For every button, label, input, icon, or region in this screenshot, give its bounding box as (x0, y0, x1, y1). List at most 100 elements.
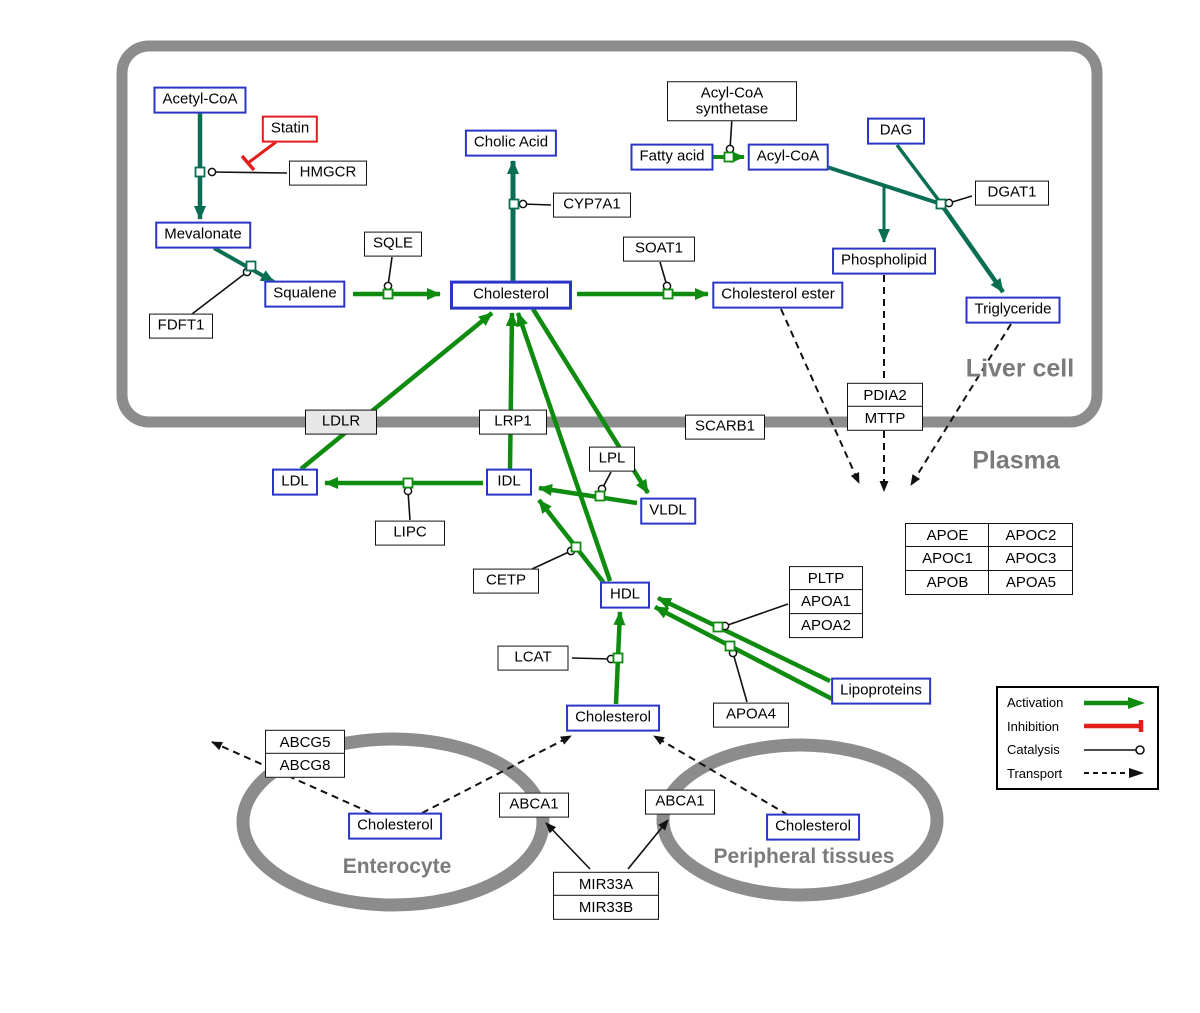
edge-cholesterolester-plasma (780, 308, 860, 484)
edge-vldl-idl (538, 484, 638, 506)
node-cholesterol-ester[interactable]: Cholesterol ester (712, 281, 844, 309)
abcg-group: ABCG5 ABCG8 (265, 729, 345, 779)
mir33-group: MIR33A MIR33B (553, 871, 659, 921)
junction-acylcoasynthetase (723, 151, 735, 163)
edge-hdl-idl-cetp (537, 498, 606, 585)
node-idl[interactable]: IDL (486, 468, 532, 496)
inhibition-tbar-icon (1084, 720, 1144, 733)
junction-lcat (612, 652, 624, 664)
node-statin[interactable]: Statin (261, 115, 319, 143)
apo-row: APOE APOC2 (905, 523, 1074, 548)
node-dgat1[interactable]: DGAT1 (975, 180, 1049, 206)
liver-cell-membrane (116, 40, 1103, 428)
edge-statin-inhibition (247, 140, 277, 165)
legend: Activation Inhibition Catalysis Transpor… (996, 686, 1159, 790)
node-apoe[interactable]: APOE (905, 523, 990, 548)
pdia2-mttp-group: PDIA2 MTTP (847, 382, 923, 432)
node-apoc1[interactable]: APOC1 (905, 546, 990, 572)
node-lrp1[interactable]: LRP1 (479, 409, 547, 435)
node-lpl[interactable]: LPL (589, 446, 635, 472)
edge-lcat-catalysis (571, 654, 616, 664)
edge-acylcoa-junction (826, 165, 942, 206)
legend-transport-label: Transport (1007, 765, 1063, 781)
node-pdia2[interactable]: PDIA2 (847, 382, 923, 408)
node-acyl-coa-synthetase[interactable]: Acyl-CoA synthetase (667, 81, 797, 121)
node-phospholipid[interactable]: Phospholipid (832, 247, 936, 275)
edge-triglyceride-plasma (910, 323, 1012, 486)
edge-peripheral-cholesterol-abca1 (653, 735, 789, 816)
node-fdft1[interactable]: FDFT1 (149, 313, 213, 339)
node-abca1-peripheral[interactable]: ABCA1 (645, 789, 715, 815)
edge-mir33-abca1-right (627, 819, 669, 870)
junction-sqle (382, 288, 394, 300)
edge-fdft1-catalysis (191, 267, 252, 315)
node-cholic-acid[interactable]: Cholic Acid (464, 129, 558, 157)
node-apoa2[interactable]: APOA2 (789, 612, 863, 638)
node-abcg8[interactable]: ABCG8 (265, 753, 345, 779)
node-mir33a[interactable]: MIR33A (553, 871, 659, 897)
node-ldl[interactable]: LDL (272, 468, 318, 496)
node-hmgcr[interactable]: HMGCR (289, 160, 367, 186)
node-triglyceride[interactable]: Triglyceride (965, 296, 1061, 324)
legend-row-transport: Transport (1007, 766, 1148, 781)
catalysis-circle-icon (1084, 745, 1145, 755)
node-abcg5[interactable]: ABCG5 (265, 729, 345, 755)
node-sqle[interactable]: SQLE (364, 231, 422, 257)
node-soat1[interactable]: SOAT1 (623, 236, 695, 262)
node-cholesterol-plasma[interactable]: Cholesterol (566, 704, 660, 732)
node-mir33b[interactable]: MIR33B (553, 895, 659, 921)
node-lipc[interactable]: LIPC (375, 520, 445, 546)
edge-pltp-apoa-catalysis (720, 603, 789, 631)
node-cetp[interactable]: CETP (473, 568, 539, 594)
node-apoc2[interactable]: APOC2 (988, 523, 1074, 548)
node-cholesterol-peripheral[interactable]: Cholesterol (766, 813, 860, 841)
edge-apoa4-catalysis (728, 648, 748, 703)
node-cyp7a1[interactable]: CYP7A1 (553, 192, 631, 218)
edge-junction-triglyceride (939, 202, 1005, 294)
junction-lpl (594, 490, 606, 502)
node-acyl-coa[interactable]: Acyl-CoA (747, 143, 829, 171)
edge-acylcoasynthetase-catalysis (725, 117, 735, 154)
node-cholesterol-liver[interactable]: Cholesterol (450, 280, 572, 310)
node-vldl[interactable]: VLDL (640, 497, 696, 525)
acyl-coa-synthetase-line2: synthetase (695, 100, 769, 117)
edge-mir33-abca1-left (545, 822, 591, 870)
node-acetyl-coa[interactable]: Acetyl-CoA (153, 86, 247, 114)
node-mevalonate[interactable]: Mevalonate (155, 221, 251, 249)
compartments (116, 40, 1103, 912)
node-pltp[interactable]: PLTP (789, 566, 863, 592)
edge-soat1-catalysis (659, 261, 672, 291)
node-lcat[interactable]: LCAT (497, 645, 569, 671)
node-ldlr[interactable]: LDLR (305, 409, 377, 435)
node-apoc3[interactable]: APOC3 (988, 546, 1074, 572)
legend-row-activation: Activation (1007, 695, 1148, 710)
node-apoa4[interactable]: APOA4 (713, 702, 789, 728)
node-cholesterol-enterocyte[interactable]: Cholesterol (348, 812, 442, 840)
node-mttp[interactable]: MTTP (847, 406, 923, 432)
node-apoa5[interactable]: APOA5 (988, 569, 1074, 595)
node-scarb1[interactable]: SCARB1 (685, 414, 765, 440)
acyl-coa-synthetase-line1: Acyl-CoA (700, 84, 764, 102)
node-hdl[interactable]: HDL (600, 581, 650, 609)
junction-nodes (194, 151, 947, 664)
junction-hmgcr (194, 166, 206, 178)
inhibition-edges (240, 140, 277, 172)
node-fatty-acid[interactable]: Fatty acid (630, 143, 714, 171)
statin-inhibition-tbar (240, 154, 256, 172)
apo-row: APOC1 APOC3 (905, 546, 1074, 572)
node-dag[interactable]: DAG (867, 117, 925, 145)
junction-cyp7a1 (508, 198, 520, 210)
node-squalene[interactable]: Squalene (264, 280, 346, 308)
node-abca1-enterocyte[interactable]: ABCA1 (499, 792, 569, 818)
catalysis-edges (191, 117, 973, 870)
transport-dashed-arrow-icon (1084, 768, 1144, 779)
node-apoa1[interactable]: APOA1 (789, 589, 863, 615)
junction-fdft1 (245, 260, 257, 272)
junction-lipc (402, 477, 414, 489)
edge-idl-cholesterol-lrp1 (505, 312, 518, 470)
node-apob[interactable]: APOB (905, 569, 990, 595)
node-lipoproteins[interactable]: Lipoproteins (831, 677, 931, 705)
label-enterocyte: Enterocyte (342, 855, 452, 878)
